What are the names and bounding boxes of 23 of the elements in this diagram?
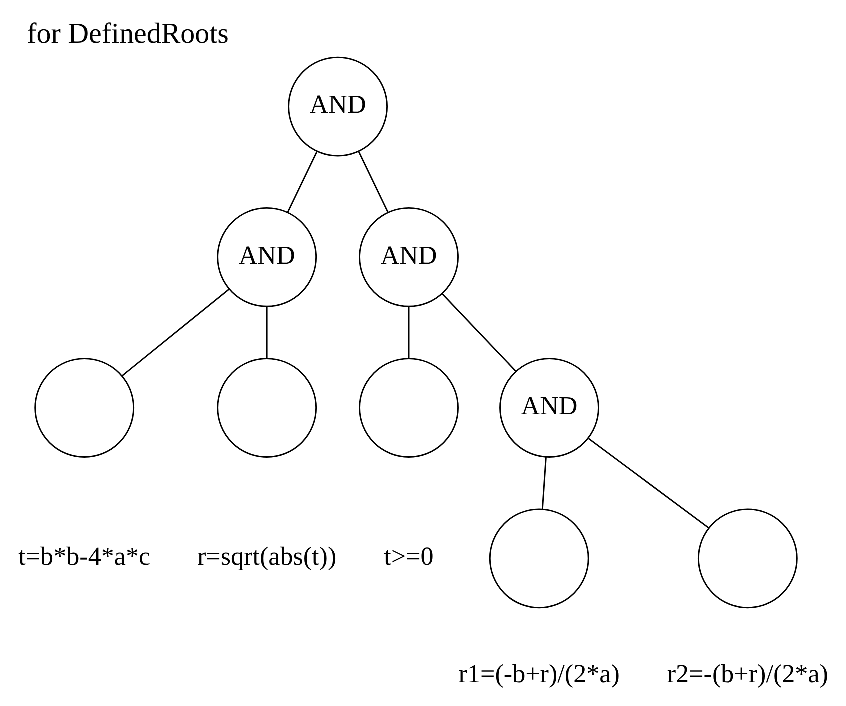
- diagram-title: for DefinedRoots: [26, 18, 228, 50]
- node-circle: AND: [216, 207, 317, 308]
- node-circle: [358, 358, 458, 458]
- node-circle: AND: [499, 358, 599, 458]
- node-label: t=b*b-4*a*c: [18, 542, 150, 572]
- connector: [408, 306, 410, 358]
- connector: [286, 151, 318, 214]
- node-label: r2=-(b+r)/(2*a): [666, 659, 828, 688]
- node-circle: [697, 508, 798, 609]
- connector: [541, 457, 546, 510]
- node-label: r=sqrt(abs(t)): [196, 542, 336, 572]
- node-circle: [488, 508, 589, 609]
- node-circle: AND: [358, 207, 458, 308]
- node-circle: AND: [288, 56, 388, 157]
- node-circle: [216, 358, 317, 458]
- node-label: r1=(-b+r)/(2*a): [458, 659, 620, 688]
- connector: [266, 306, 268, 358]
- connector: [441, 293, 516, 372]
- node-label: t>=0: [384, 542, 434, 572]
- connector: [121, 288, 230, 377]
- connector: [588, 438, 709, 529]
- connector: [358, 151, 388, 214]
- node-circle: [34, 358, 134, 458]
